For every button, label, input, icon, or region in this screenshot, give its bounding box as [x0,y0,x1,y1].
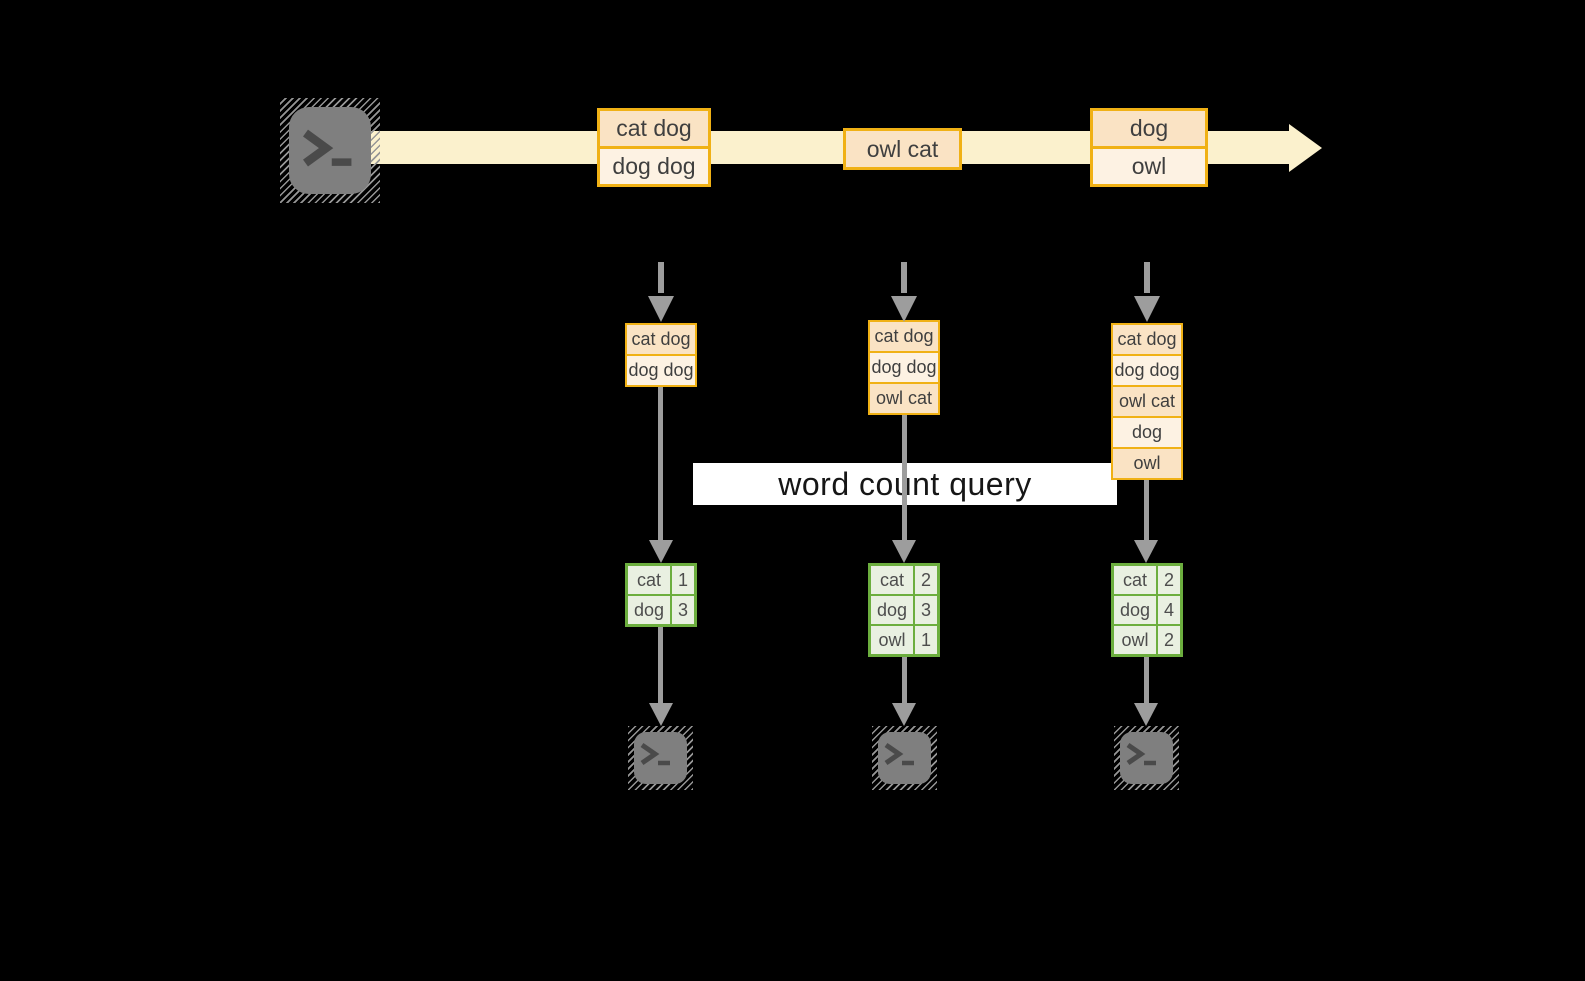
stream-arrow-head [1289,124,1322,172]
sink-terminal-icon-3 [1114,726,1179,790]
count-cell: 1 [672,566,694,594]
query-arrow-head [892,540,916,563]
ingest-arrow-head [1134,296,1160,322]
event-buffer-1: cat dog dog dog [625,323,697,387]
word-cell: cat [628,566,670,594]
buffered-event: owl cat [870,382,938,413]
query-arrow-head [649,540,673,563]
count-cell: 2 [1158,626,1180,654]
ingest-arrow-dash [658,262,664,293]
buffered-event: owl [1113,447,1181,478]
word-cell: owl [1114,626,1156,654]
output-arrow-line [1144,657,1149,704]
buffered-event: dog dog [870,351,938,382]
output-arrow-head [892,703,916,726]
count-cell: 4 [1158,596,1180,624]
terminal-body [1120,732,1173,784]
query-arrow-head [1134,540,1158,563]
buffered-event: dog [1113,416,1181,447]
word-cell: dog [628,596,670,624]
output-arrow-head [649,703,673,726]
count-cell: 3 [915,596,937,624]
output-arrow-head [1134,703,1158,726]
word-count-table-1: cat 1 dog 3 [625,563,697,627]
word-cell: cat [1114,566,1156,594]
stream-event: owl cat [846,131,959,167]
source-terminal-icon [280,98,380,203]
event-buffer-2: cat dog dog dog owl cat [868,320,940,415]
stream-event-group-3: dog owl [1090,108,1208,187]
terminal-prompt-icon [640,742,670,766]
sink-terminal-icon-1 [628,726,693,790]
ingest-arrow-dash [901,262,907,293]
word-cell: dog [1114,596,1156,624]
buffered-event: dog dog [627,354,695,385]
word-cell: owl [871,626,913,654]
buffered-event: dog dog [1113,354,1181,385]
stream-event-group-2: owl cat [843,128,962,170]
terminal-prompt-icon [303,129,352,167]
buffered-event: cat dog [870,322,938,351]
count-cell: 2 [1158,566,1180,594]
count-cell: 3 [672,596,694,624]
ingest-arrow-head [648,296,674,322]
output-arrow-line [658,627,663,704]
terminal-body [634,732,687,784]
count-cell: 2 [915,566,937,594]
query-arrow-line [902,415,907,540]
word-count-table-2: cat 2 dog 3 owl 1 [868,563,940,657]
word-cell: cat [871,566,913,594]
buffered-event: cat dog [1113,325,1181,354]
ingest-arrow-dash [1144,262,1150,293]
stream-event: dog dog [600,146,708,184]
buffered-event: owl cat [1113,385,1181,416]
stream-event-group-1: cat dog dog dog [597,108,711,187]
word-cell: dog [871,596,913,624]
terminal-prompt-icon [884,742,914,766]
event-buffer-3: cat dog dog dog owl cat dog owl [1111,323,1183,480]
stream-event: cat dog [600,111,708,146]
terminal-body [289,107,371,194]
output-arrow-line [902,657,907,704]
sink-terminal-icon-2 [872,726,937,790]
query-arrow-line [1144,480,1149,540]
ingest-arrow-head [891,296,917,322]
word-count-table-3: cat 2 dog 4 owl 2 [1111,563,1183,657]
stream-event: owl [1093,146,1205,184]
buffered-event: cat dog [627,325,695,354]
stream-event: dog [1093,111,1205,146]
terminal-body [878,732,931,784]
query-arrow-line [658,387,663,540]
count-cell: 1 [915,626,937,654]
terminal-prompt-icon [1126,742,1156,766]
